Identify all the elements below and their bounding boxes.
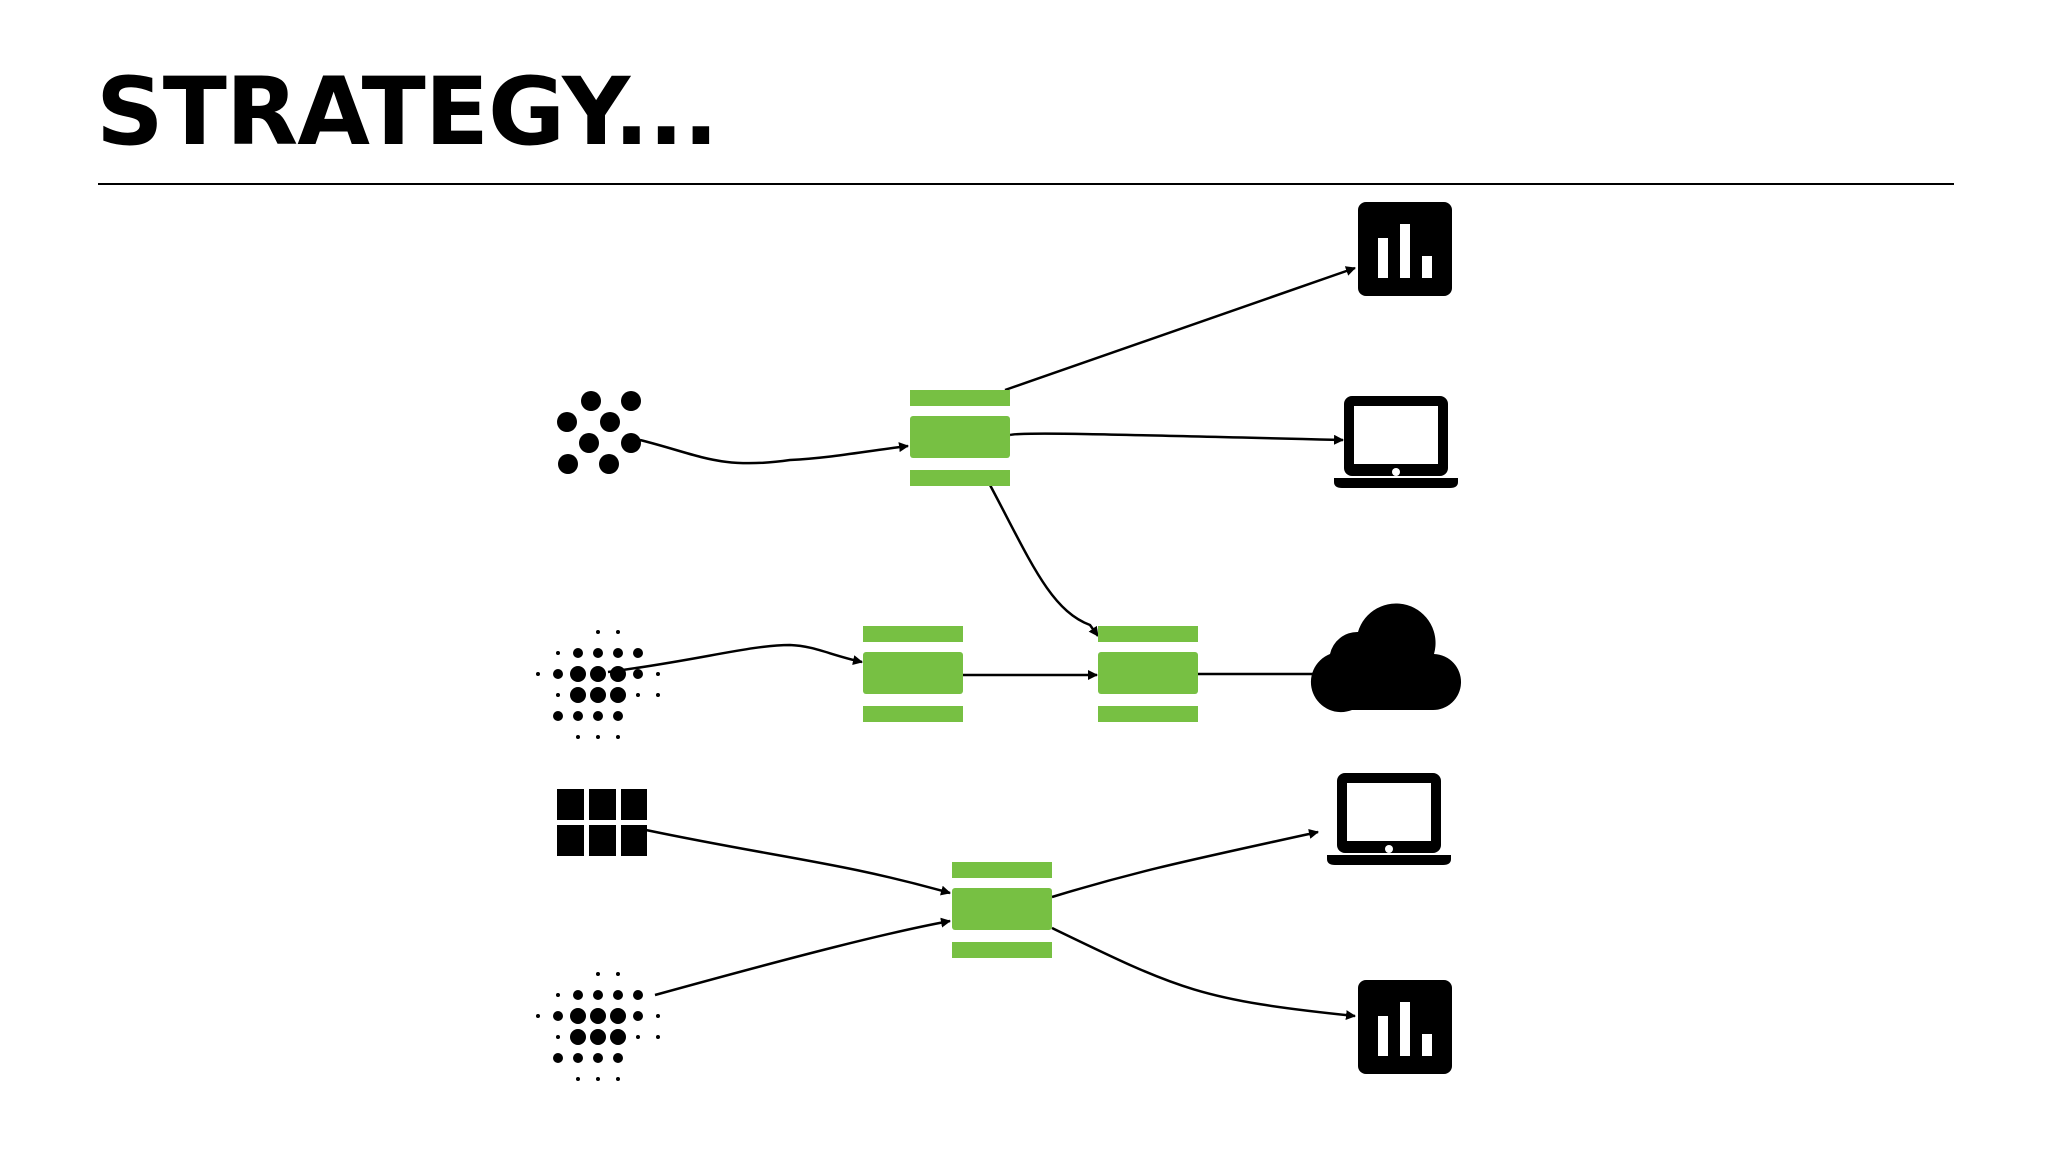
bar-chart-icon <box>1358 202 1452 296</box>
dot-sphere-icon <box>536 630 660 739</box>
stacked-bars-icon <box>952 862 1052 958</box>
stacked-bars-icon <box>910 390 1010 486</box>
laptop-icon <box>1334 396 1458 488</box>
edge-processor-top-to-processor-mid-right <box>988 484 1100 637</box>
edge-processor-bottom-to-laptop <box>1051 829 1319 899</box>
edge-processor-top-to-laptop <box>1009 432 1344 445</box>
stacked-bars-icon <box>863 626 963 722</box>
edge-source2-to-processor-mid-left <box>607 643 863 674</box>
grid-icon <box>557 789 647 856</box>
edge-source4-to-processor-bottom <box>654 917 951 997</box>
laptop-icon <box>1327 773 1451 865</box>
bar-chart-icon <box>1358 980 1452 1074</box>
title-divider <box>98 183 1954 185</box>
dot-sphere-icon <box>536 972 660 1081</box>
connector-lines <box>607 266 1356 1021</box>
cloud-icon <box>1310 603 1462 713</box>
edge-grid-to-processor-bottom <box>645 828 951 896</box>
dot-cluster-icon <box>557 391 641 474</box>
edge-source1-to-processor-top <box>639 438 909 465</box>
edge-processor-bottom-to-chart <box>1051 926 1356 1021</box>
slide-title: STRATEGY... <box>96 58 719 167</box>
edge-processor-top-to-chart <box>1004 266 1356 392</box>
stacked-bars-icon <box>1098 626 1198 722</box>
